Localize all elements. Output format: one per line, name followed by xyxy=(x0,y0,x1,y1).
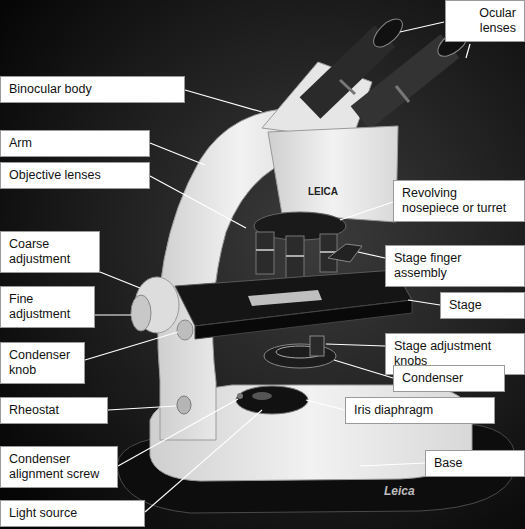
label-text: Light source xyxy=(9,506,136,521)
label-text: Rheostat xyxy=(9,403,99,418)
leader-line xyxy=(118,399,238,466)
leader-line xyxy=(360,463,425,466)
leader-line xyxy=(306,400,345,410)
leader-line xyxy=(340,202,393,220)
eyepiece-ring xyxy=(396,86,409,102)
label-text: Iris diaphragm xyxy=(354,403,486,418)
part-label: Arm xyxy=(0,130,150,157)
ocular-lens xyxy=(369,14,407,52)
eyepiece-tube xyxy=(360,46,450,118)
objective-band xyxy=(286,255,304,257)
objective-lens xyxy=(256,232,274,274)
fine-knob xyxy=(131,295,151,331)
label-text: Coarse adjustment xyxy=(9,237,91,267)
leader-line xyxy=(408,300,440,305)
part-label: Objective lenses xyxy=(0,162,150,189)
lens-highlight xyxy=(252,392,272,400)
condenser xyxy=(264,344,336,368)
label-text: Condenser knob xyxy=(9,348,76,378)
label-text: Fine adjustment xyxy=(9,292,86,322)
leader-line xyxy=(466,44,470,58)
objective-band xyxy=(256,249,274,251)
stage-edge xyxy=(195,300,412,339)
label-text: Arm xyxy=(9,136,141,151)
part-label: Condenser xyxy=(393,365,505,392)
label-text: Condenser alignment screw xyxy=(9,452,109,482)
stage-knob xyxy=(310,336,324,356)
light-source xyxy=(236,386,308,414)
leader-line xyxy=(150,143,205,165)
part-label: Condenser knob xyxy=(0,342,85,384)
leader-line xyxy=(108,406,176,410)
part-label: Stage xyxy=(440,292,525,319)
part-label: Ocular lenses xyxy=(445,0,525,42)
leader-line xyxy=(185,90,262,112)
microscope-head xyxy=(268,126,398,222)
part-label: Iris diaphragm xyxy=(345,397,495,424)
label-text: Stage finger assembly xyxy=(394,251,516,281)
brand-name: LEICA xyxy=(308,186,338,197)
leader-line xyxy=(85,332,178,360)
label-text: Binocular body xyxy=(9,82,176,97)
part-label: Rheostat xyxy=(0,397,108,424)
part-label: Base xyxy=(425,450,525,477)
label-text: Condenser xyxy=(402,371,496,386)
leader-line xyxy=(100,272,140,288)
part-label: Light source xyxy=(0,500,145,527)
part-label: Revolving nosepiece or turret xyxy=(393,180,525,222)
part-label: Fine adjustment xyxy=(0,286,95,328)
part-label: Stage finger assembly xyxy=(385,245,525,287)
part-label: Condenser alignment screw xyxy=(0,446,118,488)
brand-name: Leica xyxy=(384,484,415,498)
label-text: Ocular lenses xyxy=(454,6,516,36)
eyepiece-ring xyxy=(340,80,355,94)
leader-line xyxy=(358,252,385,258)
leader-line xyxy=(150,176,246,228)
leader-line xyxy=(400,22,444,32)
condenser-knob xyxy=(177,320,193,340)
leader-line xyxy=(145,410,262,512)
alignment-screw xyxy=(237,393,243,399)
leader-line xyxy=(326,344,385,346)
slide xyxy=(248,290,322,306)
label-text: Base xyxy=(434,456,516,471)
leader-line xyxy=(95,314,132,315)
part-label: Binocular body xyxy=(0,76,185,103)
label-text: Revolving nosepiece or turret xyxy=(402,186,516,216)
label-text: Stage xyxy=(449,298,516,313)
part-label: Coarse adjustment xyxy=(0,231,100,273)
rheostat-knob xyxy=(177,396,191,414)
label-text: Objective lenses xyxy=(9,168,141,183)
stage-finger xyxy=(328,244,362,262)
